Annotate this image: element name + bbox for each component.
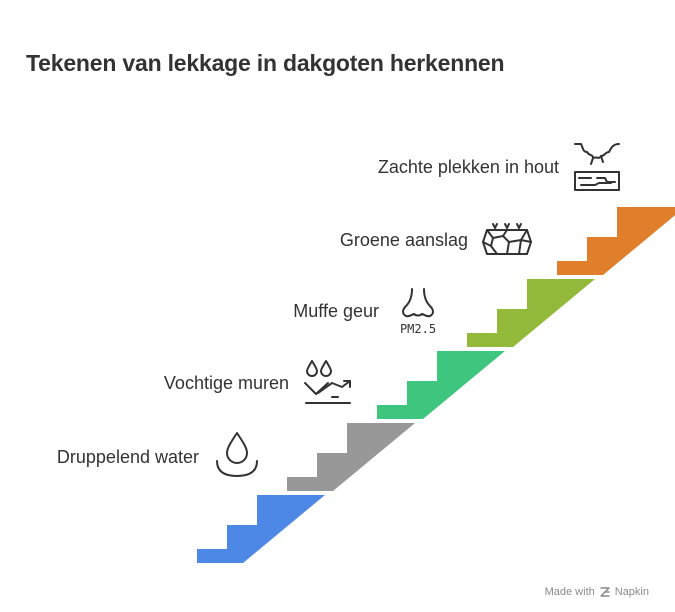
napkin-brand-text: Napkin — [614, 586, 649, 598]
nose-pm25-icon: PM2.5 — [400, 288, 436, 336]
step-label-druppelend-water: Druppelend water — [56, 447, 199, 467]
stair-segment-4 — [467, 279, 595, 347]
step-label-groene-aanslag: Groene aanslag — [339, 230, 468, 250]
napkin-logo-icon — [600, 587, 610, 597]
made-with-text: Made with — [544, 586, 595, 598]
stair-segment-2 — [287, 423, 415, 491]
step-label-zachte-plekken: Zachte plekken in hout — [377, 157, 559, 177]
stair-segment-5 — [557, 207, 675, 275]
step-label-vochtige-muren: Vochtige muren — [163, 373, 289, 393]
rotten-wood-icon — [574, 143, 620, 191]
cracked-mossy-block-icon — [482, 223, 532, 255]
pm25-text: PM2.5 — [400, 322, 436, 336]
page-title: Tekenen van lekkage in dakgoten herkenne… — [26, 50, 505, 76]
stair-segment-3 — [377, 351, 505, 419]
made-with-napkin-footer: Made with Napkin — [545, 586, 649, 598]
stair-segment-1 — [197, 495, 325, 563]
water-drop-basin-icon — [216, 432, 258, 477]
moisture-drops-arrows-icon — [304, 360, 351, 404]
step-label-muffe-geur: Muffe geur — [293, 301, 379, 321]
